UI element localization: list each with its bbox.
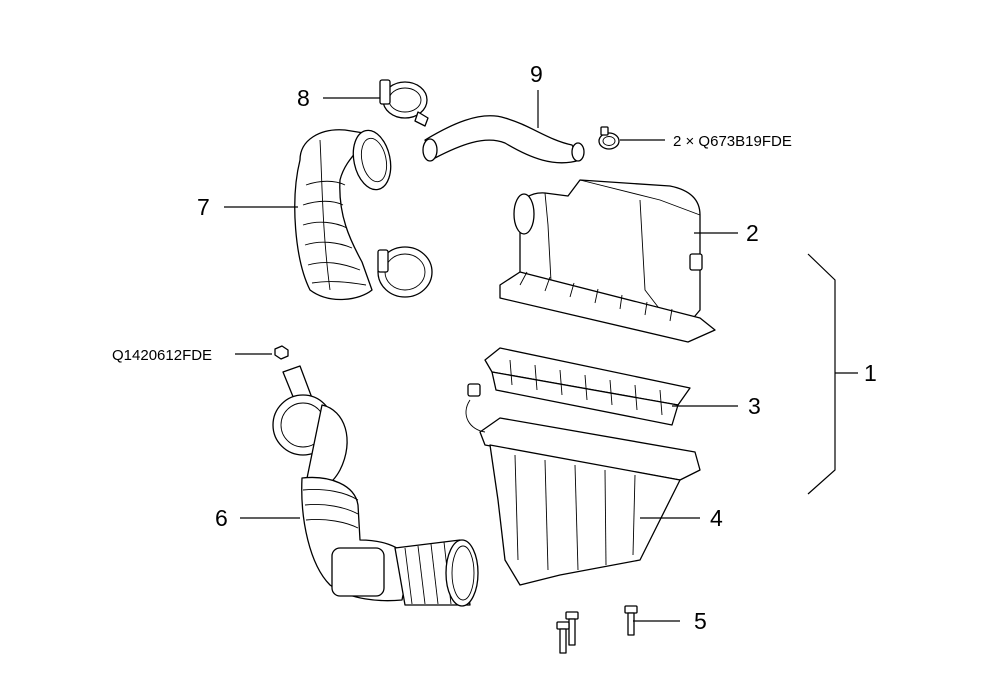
callout-8: 8 <box>297 85 310 111</box>
callout-6: 6 <box>215 505 228 531</box>
part-2-upper-housing <box>499 179 716 343</box>
callout-3: 3 <box>748 393 761 419</box>
nut-icon <box>274 345 289 360</box>
callout-7: 7 <box>197 194 210 220</box>
part-5-bolts <box>556 605 638 654</box>
clamp-part-code: 2 × Q673B19FDE <box>673 133 792 150</box>
nut-part-code: Q1420612FDE <box>112 347 212 364</box>
callout-4: 4 <box>710 505 723 531</box>
assembly-bracket <box>807 253 836 495</box>
callout-2: 2 <box>746 220 759 246</box>
part-8-clamp <box>379 79 429 127</box>
small-clamp-icon <box>598 126 620 150</box>
part-7-lower-clamp <box>377 246 433 298</box>
callout-9: 9 <box>530 61 543 87</box>
callout-5: 5 <box>694 608 707 634</box>
callout-1: 1 <box>864 360 877 386</box>
part-7-intake-duct <box>294 129 392 301</box>
part-9-breather-hose <box>422 115 585 164</box>
part-3-filter-element <box>484 347 691 426</box>
part-6-outlet-duct <box>272 365 479 607</box>
part-4-lower-housing <box>465 383 701 586</box>
